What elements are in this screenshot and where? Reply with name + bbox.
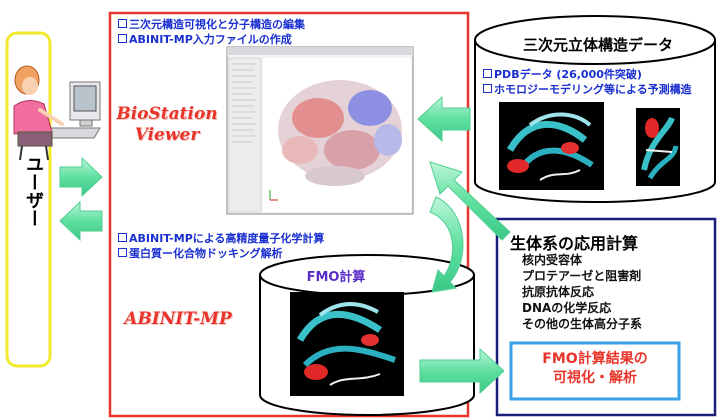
arrow-to-center bbox=[59, 156, 103, 198]
application-item: 抗原抗体反応 bbox=[522, 285, 595, 299]
square-bullet-icon bbox=[118, 233, 127, 242]
abinit-label: ABINIT-MP bbox=[124, 309, 232, 329]
square-bullet-icon bbox=[118, 248, 127, 257]
protein-image-3 bbox=[290, 292, 404, 396]
center-top-item-2: ABINIT-MP入力ファイルの作成 bbox=[118, 33, 292, 47]
center-bottom-item-2: 蛋白質ー化合物ドッキング解析 bbox=[118, 247, 283, 261]
arrow-database-to-viewer bbox=[417, 95, 471, 143]
viewer-label: BioStation Viewer bbox=[116, 104, 218, 145]
protein-image-2 bbox=[636, 108, 680, 186]
fmo-label: FMO計算 bbox=[306, 270, 366, 285]
application-item: プロテアーゼと阻害剤 bbox=[522, 269, 642, 283]
center-bottom-item-1: ABINIT-MPによる高精度量子化学計算 bbox=[118, 232, 324, 246]
arrow-fmo-to-results bbox=[419, 347, 505, 395]
applications-title: 生体系の応用計算 bbox=[510, 234, 639, 253]
application-item: その他の生体高分子系 bbox=[522, 317, 643, 331]
database-item-1: PDBデータ (26,000件突破) bbox=[483, 68, 642, 82]
arrow-viewer-to-fmo bbox=[429, 196, 464, 293]
results-label: FMO計算結果の 可視化・解析 bbox=[542, 351, 648, 386]
protein-image-1 bbox=[499, 102, 604, 190]
square-bullet-icon bbox=[483, 84, 492, 93]
system-frame bbox=[108, 11, 470, 418]
square-bullet-icon bbox=[118, 19, 127, 28]
applications-list: 核内受容体 プロテアーゼと阻害剤 抗原抗体反応 DNAの化学反応 その他の生体高… bbox=[522, 252, 642, 332]
viewer-window bbox=[226, 46, 414, 215]
user-frame bbox=[5, 31, 52, 368]
application-item: 核内受容体 bbox=[522, 253, 583, 267]
center-top-item-1: 三次元構造可視化と分子構造の編集 bbox=[118, 18, 305, 32]
arrow-to-user bbox=[59, 200, 103, 242]
user-illustration bbox=[13, 65, 101, 161]
arrow-applications-to-viewer bbox=[429, 161, 511, 241]
database-title: 三次元立体構造データ bbox=[522, 36, 673, 54]
results-frame bbox=[509, 341, 681, 401]
square-bullet-icon bbox=[483, 69, 492, 78]
user-label: ユーザー bbox=[23, 155, 44, 227]
database-item-2: ホモロジーモデリング等による予測構造 bbox=[483, 83, 692, 97]
square-bullet-icon bbox=[118, 34, 127, 43]
application-item: DNAの化学反応 bbox=[522, 301, 612, 315]
